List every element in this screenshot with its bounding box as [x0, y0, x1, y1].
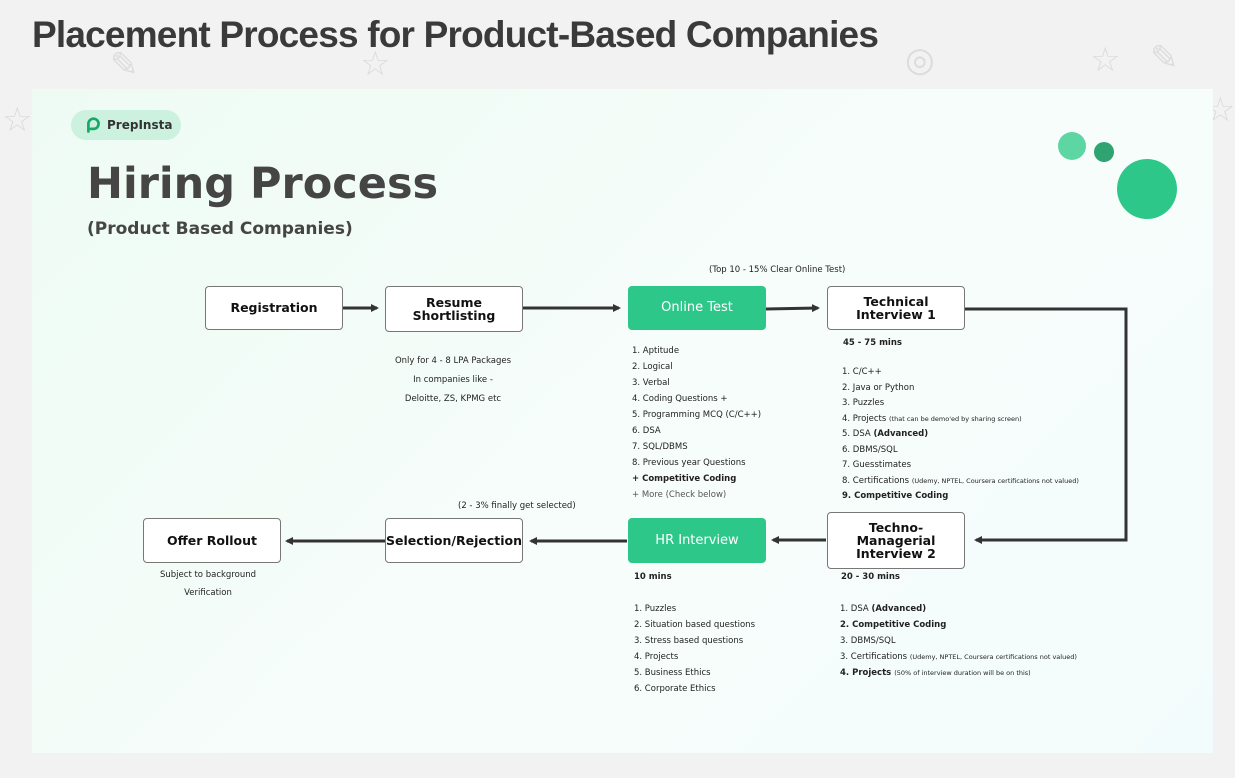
hr-duration: 10 mins: [634, 572, 672, 582]
list-item: 1. DSA (Advanced): [840, 604, 927, 614]
background-star-icon: ☆: [360, 44, 391, 84]
resume-note-line: Deloitte, ZS, KPMG etc: [404, 394, 502, 404]
list-item: 1. Puzzles: [634, 604, 677, 614]
stage-offer-rollout: Offer Rollout: [143, 518, 281, 563]
resume-notes: Only for 4 - 8 LPA Packages In companies…: [378, 353, 528, 410]
list-item: 5. Business Ethics: [634, 668, 711, 678]
list-item: 1. C/C++: [842, 367, 882, 377]
list-item: 2. Competitive Coding: [840, 620, 947, 630]
decor-dot-dark: [1094, 142, 1114, 162]
stage-registration: Registration: [205, 286, 343, 330]
prepinsta-logo-icon: [87, 116, 100, 133]
list-item: 2. Java or Python: [842, 382, 915, 393]
techno-duration: 20 - 30 mins: [841, 572, 900, 582]
list-item: 4. Projects (that can be demo'ed by shar…: [842, 413, 1022, 424]
stage-online-test: Online Test: [628, 286, 766, 330]
hr-topics: 1. Puzzles 2. Situation based questions …: [634, 601, 755, 697]
arrow-down-icon: [965, 307, 1128, 544]
background-star-icon: ☆: [2, 100, 33, 140]
offer-note-line: Verification: [184, 588, 232, 598]
list-item: 6. Corporate Ethics: [634, 684, 716, 694]
list-item: + Competitive Coding: [632, 474, 737, 484]
hiring-process-card: PrepInsta Hiring Process (Product Based …: [32, 89, 1213, 753]
background-star-icon: ☆: [1090, 40, 1121, 80]
offer-note-line: Subject to background: [160, 570, 256, 580]
hero-subtitle: (Product Based Companies): [87, 219, 353, 239]
list-item: 6. DBMS/SQL: [842, 444, 898, 455]
decor-dot-large: [1117, 159, 1177, 219]
resume-note-line: Only for 4 - 8 LPA Packages: [394, 356, 512, 366]
stage-selection-rejection: Selection/Rejection: [385, 518, 523, 563]
list-item: 8. Previous year Questions: [632, 458, 746, 468]
list-item: 4. Projects (50% of interview duration w…: [840, 668, 1031, 678]
hero-title: Hiring Process: [87, 159, 439, 209]
technical-topics: 1. C/C++ 2. Java or Python 3. Puzzles 4.…: [842, 365, 1079, 505]
online-test-clear-rate: (Top 10 - 15% Clear Online Test): [709, 265, 846, 275]
arrow-right-icon: [765, 304, 820, 313]
list-item: 9. Competitive Coding: [842, 491, 949, 501]
background-globe-icon: ◎: [905, 40, 935, 80]
list-item: 2. Logical: [632, 362, 673, 372]
resume-note-line: In companies like -: [413, 375, 493, 385]
stage-technical-interview-1: Technical Interview 1: [827, 286, 965, 330]
list-item: 1. Aptitude: [632, 346, 680, 356]
flow-connectors: [285, 304, 1128, 545]
list-item: 7. SQL/DBMS: [632, 442, 688, 452]
list-item: 3. Verbal: [632, 378, 670, 388]
online-test-topics: 1. Aptitude 2. Logical 3. Verbal 4. Codi…: [632, 343, 761, 503]
list-item: 3. Puzzles: [842, 398, 885, 408]
list-item: + More (Check below): [632, 490, 727, 500]
stage-resume-shortlisting: Resume Shortlisting: [385, 286, 523, 332]
list-item: 7. Guesstimates: [842, 460, 912, 470]
background-pencil-icon: ✎: [110, 45, 139, 85]
list-item: 4. Projects: [634, 652, 679, 662]
brand-badge: PrepInsta: [71, 110, 181, 140]
selection-rate: (2 - 3% finally get selected): [458, 501, 576, 511]
list-item: 4. Coding Questions +: [632, 394, 728, 404]
list-item: 5. Programming MCQ (C/C++): [632, 410, 762, 420]
page-title: Placement Process for Product-Based Comp…: [32, 14, 879, 55]
list-item: 3. Certifications (Udemy, NPTEL, Courser…: [840, 652, 1077, 662]
brand-name: PrepInsta: [107, 118, 173, 132]
list-item: 8. Certifications (Udemy, NPTEL, Courser…: [842, 475, 1079, 486]
list-item: 3. Stress based questions: [634, 636, 744, 646]
technical-duration: 45 - 75 mins: [843, 338, 902, 348]
techno-managerial-topics: 1. DSA (Advanced) 2. Competitive Coding …: [840, 601, 1077, 681]
list-item: 5. DSA (Advanced): [842, 429, 929, 439]
list-item: 6. DSA: [632, 426, 661, 436]
list-item: 2. Situation based questions: [634, 620, 755, 630]
offer-notes: Subject to background Verification: [132, 567, 284, 603]
background-pencil-icon: ✎: [1150, 38, 1179, 78]
stage-techno-managerial-interview-2: Techno-Managerial Interview 2: [827, 512, 965, 569]
decor-dot-light: [1058, 132, 1086, 160]
list-item: 3. DBMS/SQL: [840, 636, 896, 646]
stage-hr-interview: HR Interview: [628, 518, 766, 563]
